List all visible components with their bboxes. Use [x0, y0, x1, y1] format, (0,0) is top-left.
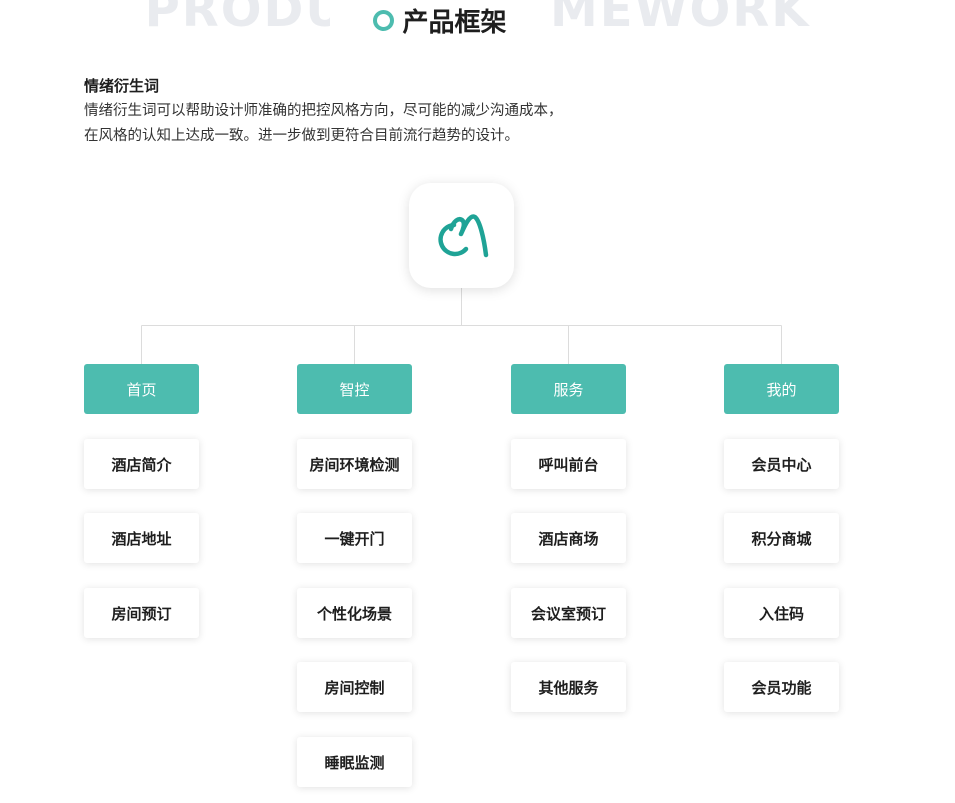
- feature-node: 入住码: [724, 588, 839, 638]
- intro-description-line-2: 在风格的认知上达成一致。进一步做到更符合目前流行趋势的设计。: [84, 128, 519, 144]
- feature-node: 个性化场景: [297, 588, 412, 638]
- feature-node: 积分商城: [724, 513, 839, 563]
- feature-node: 酒店商场: [511, 513, 626, 563]
- feature-node: 会员功能: [724, 662, 839, 712]
- app-logo: [409, 183, 514, 288]
- page-title-text: 产品框架: [402, 7, 507, 38]
- app-logo-icon: [437, 213, 488, 257]
- feature-node: 酒店简介: [84, 439, 199, 489]
- feature-node: 房间控制: [297, 662, 412, 712]
- feature-node: 房间预订: [84, 588, 199, 638]
- feature-node: 其他服务: [511, 662, 626, 712]
- feature-node: 呼叫前台: [511, 439, 626, 489]
- intro-heading: 情绪衍生词: [84, 77, 160, 95]
- feature-node: 会议室预订: [511, 588, 626, 638]
- category-home: 首页: [84, 364, 199, 414]
- feature-node: 会员中心: [724, 439, 839, 489]
- category-mine: 我的: [724, 364, 839, 414]
- category-services: 服务: [511, 364, 626, 414]
- feature-node: 一键开门: [297, 513, 412, 563]
- ring-icon: [373, 9, 395, 31]
- page-title: 产品框架: [330, 0, 550, 40]
- feature-node: 睡眠监测: [297, 737, 412, 787]
- category-smart-control: 智控: [297, 364, 412, 414]
- feature-node: 房间环境检测: [297, 439, 412, 489]
- intro-description-line-1: 情绪衍生词可以帮助设计师准确的把控风格方向，尽可能的减少沟通成本，: [84, 103, 563, 119]
- feature-node: 酒店地址: [84, 513, 199, 563]
